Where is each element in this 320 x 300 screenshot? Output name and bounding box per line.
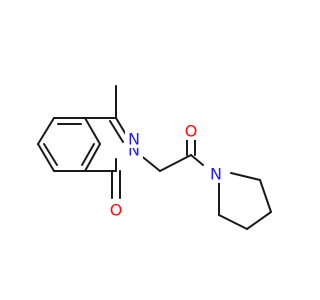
bond bbox=[84, 117, 101, 145]
bond bbox=[84, 143, 101, 172]
bond bbox=[218, 214, 248, 230]
atom-O-amide: O bbox=[182, 122, 200, 141]
atom-N2: N bbox=[125, 130, 143, 149]
bond bbox=[37, 143, 55, 172]
atom-label: N bbox=[210, 165, 222, 184]
atom-label: O bbox=[185, 122, 198, 141]
bond bbox=[259, 179, 272, 213]
bond bbox=[246, 211, 272, 230]
atom-O-lactam: O bbox=[107, 201, 125, 220]
atom-label: O bbox=[110, 201, 123, 220]
bond bbox=[81, 143, 95, 166]
molecule-diagram: N N O O N bbox=[37, 85, 272, 230]
bond bbox=[230, 172, 261, 181]
bond bbox=[159, 154, 192, 172]
atom-N-pyrrolidine: N bbox=[207, 165, 225, 184]
bond bbox=[37, 117, 55, 145]
bond bbox=[43, 143, 58, 166]
bond bbox=[190, 154, 204, 166]
atom-label: N bbox=[128, 130, 140, 149]
pyrrolidine-ring bbox=[218, 172, 272, 230]
benzene-ring bbox=[37, 117, 101, 172]
atom-label: N bbox=[128, 141, 140, 160]
bond bbox=[109, 120, 124, 143]
pyridazinone-ring bbox=[84, 117, 129, 172]
